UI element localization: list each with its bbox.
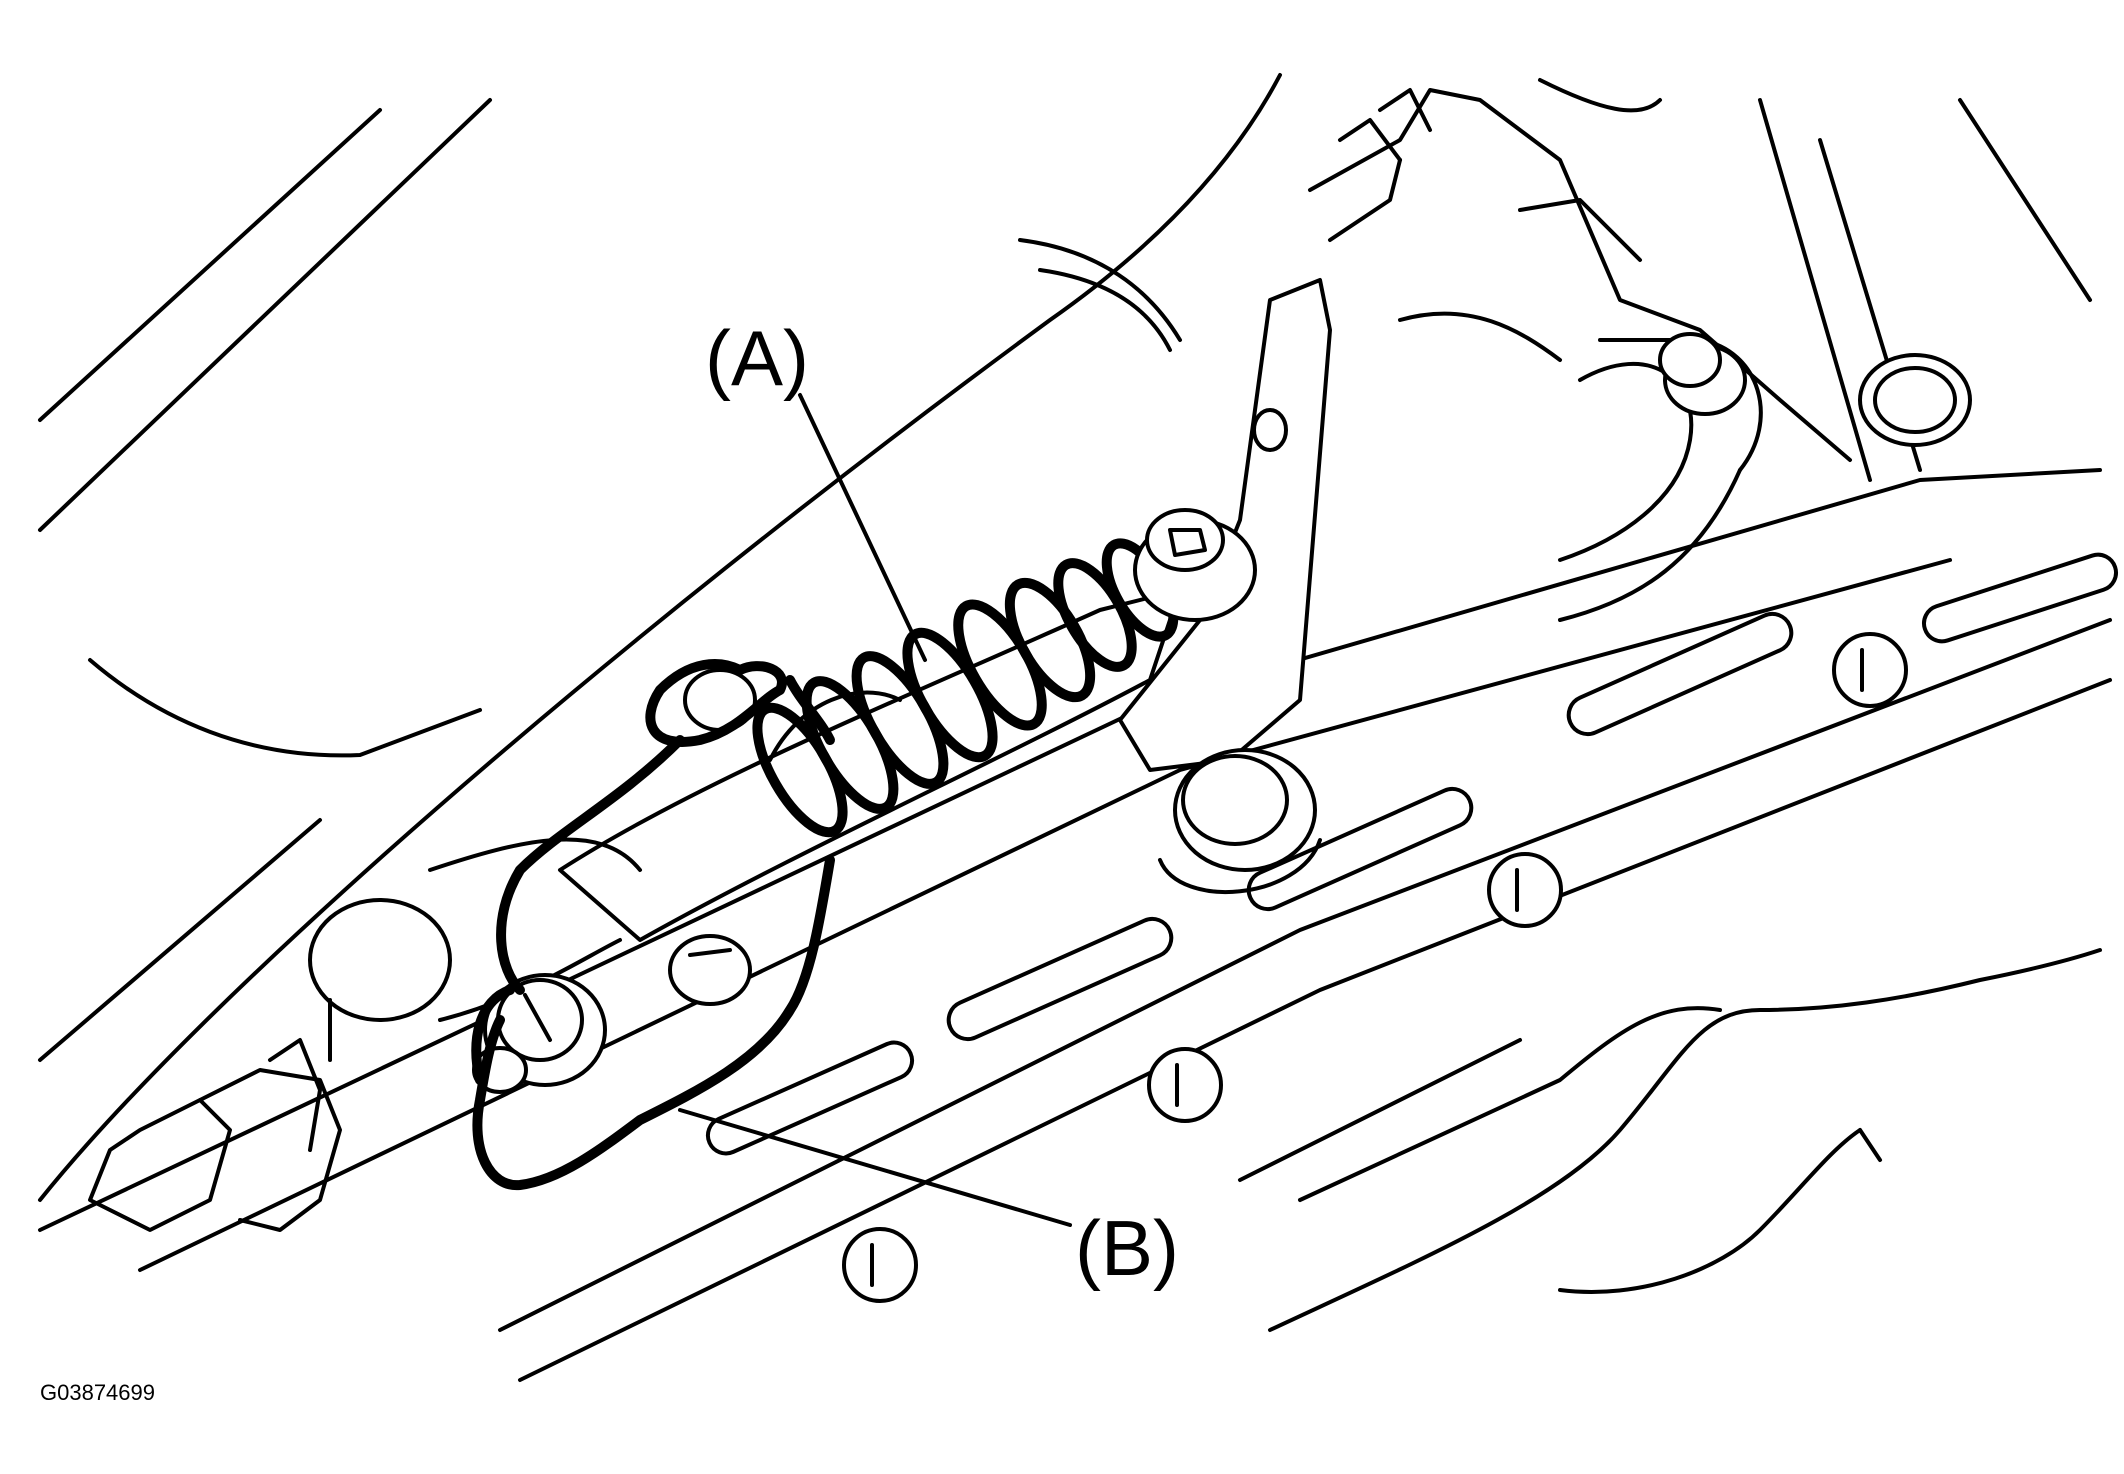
lower-right-panel xyxy=(1268,948,2102,1332)
leader-lines xyxy=(678,393,1072,1227)
left-hardware xyxy=(88,998,342,1232)
upper-housing xyxy=(1308,88,1852,622)
figure-id: G03874699 xyxy=(40,1380,155,1405)
pushrod-end xyxy=(1133,508,1257,622)
leader-line-a xyxy=(798,393,927,662)
mounting-bracket-outline xyxy=(471,659,835,1191)
rail-slots xyxy=(705,552,2118,1156)
lower-rail xyxy=(38,468,2112,1382)
housing-bolt xyxy=(1658,332,1747,416)
background-body-lines xyxy=(38,73,2092,1202)
callout-label-a: (A) xyxy=(705,314,809,402)
leader-line-b xyxy=(678,1108,1072,1227)
rail-bolts xyxy=(842,632,1908,1303)
callout-label-b: (B) xyxy=(1075,1204,1179,1292)
ring-bolt xyxy=(1858,353,1972,447)
